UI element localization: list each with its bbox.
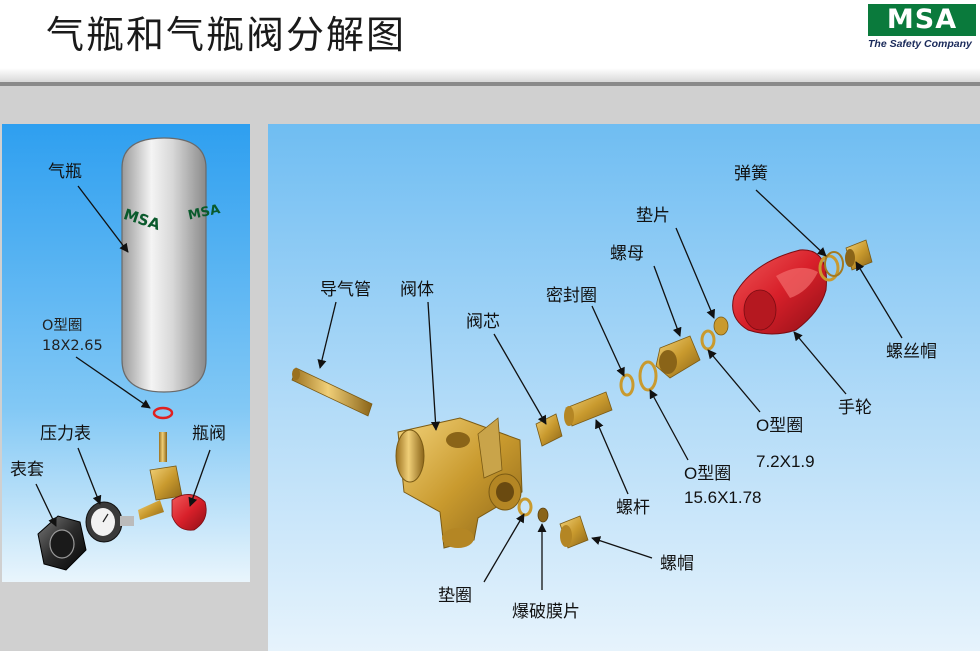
- label-valve-core: 阀芯: [466, 312, 500, 332]
- valve-panel: [268, 124, 980, 651]
- stem: [564, 391, 613, 427]
- label-valve-body: 阀体: [400, 280, 434, 300]
- label-guide-tube: 导气管: [320, 280, 371, 300]
- label-burst-disc: 爆破膜片: [512, 602, 580, 622]
- cylinder-valve: [138, 432, 207, 531]
- label-cylinder: 气瓶: [48, 162, 82, 182]
- header-band: [0, 68, 980, 82]
- label-oring-small: O型圈: [756, 416, 804, 435]
- oring-small-part: [700, 329, 716, 351]
- label-gasket-top: 垫片: [636, 206, 670, 226]
- cylinder-marking-side: MSA: [187, 202, 222, 223]
- label-seal-ring: 密封圈: [546, 286, 597, 306]
- guide-tube: [291, 367, 373, 417]
- gasket-top-part: [713, 316, 729, 336]
- cylinder: MSA MSA: [121, 137, 222, 393]
- seal-ring-part: [619, 373, 635, 397]
- cap-screw: [845, 239, 873, 271]
- label-spring: 弹簧: [734, 164, 768, 184]
- label-oring-large: O型圈: [684, 464, 732, 483]
- handwheel: [732, 249, 827, 335]
- pressure-gauge: [85, 501, 134, 543]
- spring: [818, 251, 844, 282]
- label-gasket-bottom: 垫圈: [438, 586, 472, 606]
- label-cylinder-oring-spec: 18X2.65: [42, 338, 103, 354]
- msa-logo: MSA The Safety Company: [866, 2, 978, 54]
- leader-lines: [35, 185, 903, 590]
- header-divider: [0, 82, 980, 86]
- cylinder-oring: [152, 406, 174, 420]
- label-oring-large-spec: 15.6X1.78: [684, 488, 762, 507]
- label-oring-small-spec: 7.2X1.9: [756, 452, 815, 471]
- gasket-bottom-part: [517, 497, 533, 517]
- label-gauge-cover: 表套: [10, 460, 44, 480]
- label-cylinder-oring: O型圈: [42, 318, 83, 334]
- burst-disc-part: [537, 507, 549, 523]
- label-stem: 螺杆: [616, 498, 650, 518]
- oring-large-part: [638, 360, 658, 392]
- logo-tagline: The Safety Company: [868, 38, 972, 50]
- valve-body: [395, 417, 523, 549]
- label-nut: 螺母: [610, 244, 644, 264]
- label-pressure-gauge: 压力表: [40, 424, 91, 444]
- bonnet: [559, 515, 589, 549]
- gauge-cover: [37, 515, 87, 571]
- valve-core: [535, 413, 563, 447]
- nut: [655, 335, 701, 379]
- page-title: 气瓶和气瓶阀分解图: [46, 13, 407, 57]
- label-bonnet: 螺帽: [660, 554, 694, 574]
- label-cylinder-valve: 瓶阀: [192, 424, 226, 444]
- label-handwheel: 手轮: [838, 398, 872, 418]
- label-cap-screw: 螺丝帽: [886, 342, 937, 362]
- logo-brand: MSA: [868, 4, 976, 36]
